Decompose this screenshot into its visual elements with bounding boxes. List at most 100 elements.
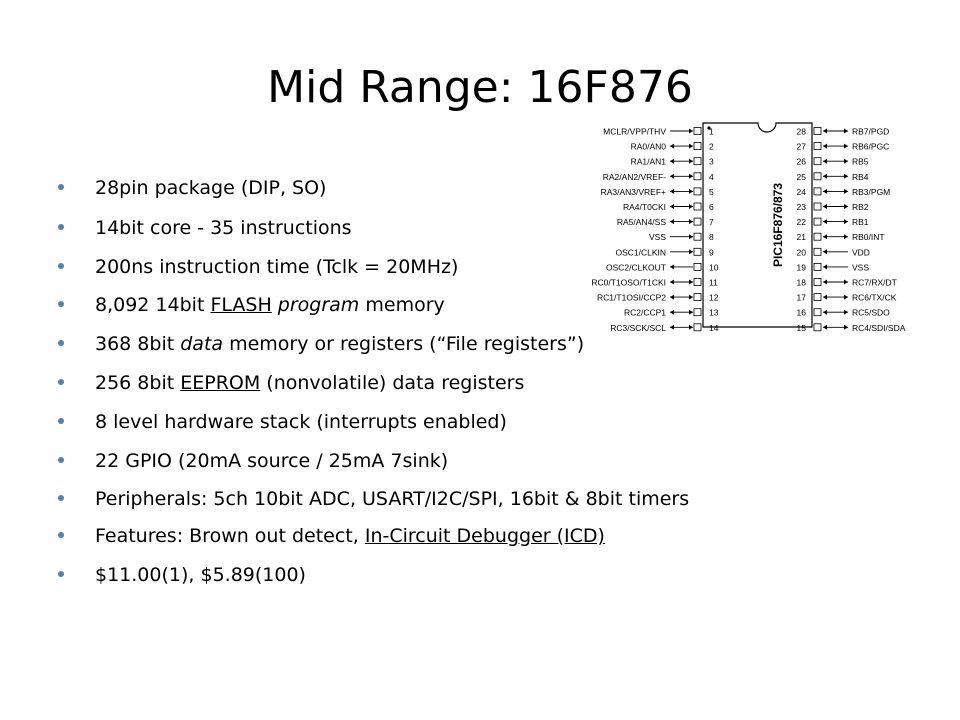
- pin-pad: [693, 172, 702, 181]
- pin-number-right: 18: [797, 278, 807, 288]
- pin-name-right: RB2: [852, 202, 869, 212]
- pin-name-left: RC1/T1OSI/CCP2: [597, 293, 666, 303]
- pin-pad: [693, 187, 702, 196]
- text-run: Features: Brown out detect,: [95, 525, 365, 547]
- pin-arrow-icon: [823, 324, 827, 330]
- pin-name-left: RA0/AN0: [631, 142, 667, 152]
- pin-name-left: RA1/AN1: [631, 157, 667, 167]
- pin-number-right: 21: [797, 232, 807, 242]
- pin-number-right: 24: [797, 187, 807, 197]
- bullet-dot-icon: [58, 263, 64, 269]
- pin-name-right: RC5/SDO: [852, 308, 890, 318]
- pin-pad: [693, 232, 702, 241]
- pin-arrow-icon: [844, 294, 848, 300]
- pin-arrow-icon: [689, 234, 693, 240]
- pin-arrow-icon: [670, 324, 674, 330]
- pin-number-right: 22: [797, 217, 807, 227]
- text-run: 8,092 14bit: [95, 294, 211, 316]
- bullet-text: 14bit core - 35 instructions: [95, 216, 352, 240]
- text-run: 256 8bit: [95, 372, 181, 394]
- pin-arrow-icon: [823, 188, 827, 194]
- pin-arrow-icon: [670, 143, 674, 149]
- pin-arrow-icon: [823, 219, 827, 225]
- underlined-term: FLASH: [210, 294, 272, 316]
- bullet-text: 256 8bit EEPROM (nonvolatile) data regis…: [95, 371, 524, 395]
- pin-arrow-icon: [689, 219, 693, 225]
- pin-pad: [693, 247, 702, 256]
- pin-pad: [693, 127, 702, 135]
- pin-arrow-icon: [823, 204, 827, 209]
- slide-title: Mid Range: 16F876: [267, 62, 693, 113]
- text-run: memory: [359, 294, 445, 316]
- pin-arrow-icon: [670, 173, 674, 179]
- bullet-dot-icon: [58, 418, 64, 424]
- pin-name-right: RC4/SDI/SDA: [852, 323, 906, 333]
- bullet-dot-icon: [58, 184, 64, 190]
- pin-pad: [813, 172, 822, 181]
- pin-name-right: VSS: [852, 262, 869, 272]
- pin-pad: [813, 202, 822, 211]
- pin-arrow-icon: [689, 188, 693, 194]
- pin-name-left: RA4/T0CKI: [623, 202, 666, 212]
- italic-term: program: [277, 294, 360, 316]
- text-run: (nonvolatile) data registers: [260, 372, 525, 394]
- pin-name-left: RC2/CCP1: [624, 308, 666, 318]
- pin1-marker-icon: [707, 126, 711, 130]
- pin-pad: [693, 323, 702, 332]
- pin-number-left: 14: [709, 323, 719, 333]
- pin-name-left: VSS: [649, 232, 666, 242]
- pin-number-left: 4: [709, 172, 714, 182]
- pin-pad: [813, 308, 822, 317]
- pin-arrow-icon: [844, 128, 848, 134]
- pin-number-left: 2: [709, 142, 714, 152]
- text-run: 8 level hardware stack (interrupts enabl…: [95, 411, 507, 433]
- pin-arrow-icon: [823, 279, 827, 285]
- pin-number-right: 26: [797, 157, 807, 167]
- pin-number-left: 8: [709, 232, 714, 242]
- bullet-text: $11.00(1), $5.89(100): [95, 563, 306, 587]
- pin-arrow-icon: [689, 324, 693, 330]
- pin-number-left: 9: [709, 247, 714, 257]
- pin-arrow-icon: [844, 279, 848, 285]
- pin-pad: [693, 262, 702, 271]
- pin-number-right: 15: [797, 323, 807, 333]
- pin-name-right: RB4: [852, 172, 869, 182]
- pin-arrow-icon: [689, 309, 693, 315]
- pin-pad: [693, 308, 702, 317]
- pin-pad: [693, 293, 702, 302]
- pin-name-left: RA5/AN4/SS: [617, 217, 666, 227]
- bullet-dot-icon: [58, 224, 64, 230]
- pin-pad: [813, 293, 822, 302]
- pin-name-right: RC6/TX/CK: [852, 293, 897, 303]
- pin-pad: [693, 202, 702, 211]
- bullet-text: Features: Brown out detect, In-Circuit D…: [95, 524, 605, 548]
- pin-number-left: 11: [709, 278, 718, 288]
- pin-pad: [693, 217, 702, 226]
- pin-pad: [813, 127, 822, 135]
- pin-arrow-icon: [689, 294, 693, 300]
- chip-body: [702, 122, 813, 328]
- pin-name-right: RB0/INT: [852, 232, 885, 242]
- pin-name-left: RC3/SCK/SCL: [610, 323, 666, 333]
- pin-name-left: RA2/AN2/VREF-: [603, 172, 666, 182]
- pin-number-left: 12: [709, 293, 719, 303]
- pin-name-left: MCLR/VPP/THV: [603, 127, 666, 137]
- pin-number-right: 23: [797, 202, 807, 212]
- pin-arrow-icon: [689, 143, 693, 149]
- pin-arrow-icon: [823, 173, 827, 179]
- pin-arrow-icon: [844, 188, 848, 194]
- pin-arrow-icon: [689, 173, 693, 179]
- text-run: Peripherals: 5ch 10bit ADC, USART/I2C/SP…: [95, 488, 690, 510]
- pin-name-left: OSC2/CLKOUT: [606, 262, 666, 272]
- bullet-dot-icon: [58, 571, 64, 577]
- bullet-text: 200ns instruction time (Tclk = 20MHz): [95, 255, 458, 279]
- pin-arrow-icon: [670, 264, 674, 270]
- pin-number-right: 19: [797, 262, 807, 272]
- pin-pad: [813, 323, 822, 332]
- pin-arrow-icon: [823, 234, 827, 240]
- bullet-text: 28pin package (DIP, SO): [95, 176, 326, 200]
- text-run: 368 8bit: [95, 333, 181, 355]
- pin-number-left: 3: [709, 157, 714, 167]
- pin-pad: [813, 247, 822, 256]
